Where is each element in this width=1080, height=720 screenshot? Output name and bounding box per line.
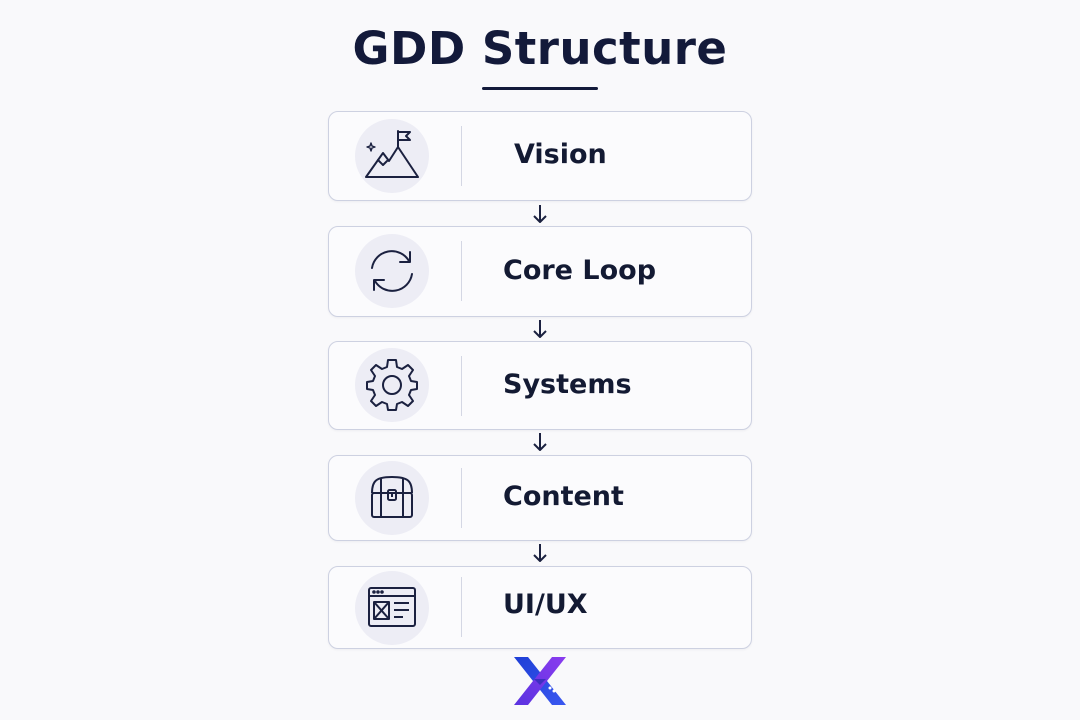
treasure-chest-icon: [355, 461, 429, 535]
step-systems: Systems: [328, 341, 752, 430]
step-divider: [461, 468, 462, 528]
step-label: Content: [503, 481, 624, 512]
title-underline: [482, 87, 598, 90]
step-divider: [461, 577, 462, 637]
x-logo-icon: [514, 657, 566, 705]
step-vision: Vision: [328, 111, 752, 201]
step-label: Core Loop: [503, 255, 657, 286]
mountain-flag-icon: [355, 119, 429, 193]
step-divider: [461, 241, 462, 301]
step-divider: [461, 356, 462, 416]
step-divider: [461, 126, 462, 186]
step-label: Vision: [514, 139, 607, 170]
gear-icon: [355, 348, 429, 422]
step-content: Content: [328, 455, 752, 541]
step-label: Systems: [503, 369, 632, 400]
step-ui-ux: UI/UX: [328, 566, 752, 649]
step-core-loop: Core Loop: [328, 226, 752, 317]
down-arrow-icon: [533, 433, 547, 451]
page-title: GDD Structure: [352, 22, 728, 75]
refresh-cycle-icon: [355, 234, 429, 308]
window-layout-icon: [355, 571, 429, 645]
down-arrow-icon: [533, 320, 547, 338]
down-arrow-icon: [533, 205, 547, 223]
down-arrow-icon: [533, 544, 547, 562]
step-label: UI/UX: [503, 589, 588, 620]
